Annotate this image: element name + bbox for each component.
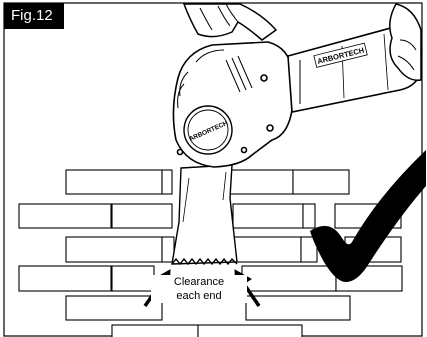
brick <box>111 324 199 337</box>
brick <box>292 169 350 195</box>
hand-right <box>389 3 422 81</box>
clearance-callout: Clearance each end <box>151 275 247 303</box>
brick <box>111 203 173 229</box>
brick <box>226 169 294 195</box>
grinder-head <box>172 41 293 168</box>
brick <box>65 169 163 195</box>
hand-top <box>182 3 278 41</box>
brick <box>18 265 112 292</box>
figure-label: Fig.12 <box>4 3 64 29</box>
brick <box>161 236 175 263</box>
brick <box>228 236 302 263</box>
brick <box>197 324 303 337</box>
brick <box>65 295 163 321</box>
callout-line-2: each end <box>176 290 222 302</box>
brick-wall <box>18 169 403 337</box>
cutting-blade <box>171 164 238 266</box>
brick <box>161 169 173 195</box>
brick <box>245 295 351 321</box>
callout-line-1: Clearance <box>173 276 225 288</box>
brick <box>65 236 163 263</box>
brick <box>232 203 304 229</box>
brick <box>300 236 318 263</box>
brick <box>111 265 155 292</box>
brick <box>302 203 316 229</box>
check-mark-icon <box>310 150 426 282</box>
brick <box>18 203 112 229</box>
brick <box>241 265 337 292</box>
